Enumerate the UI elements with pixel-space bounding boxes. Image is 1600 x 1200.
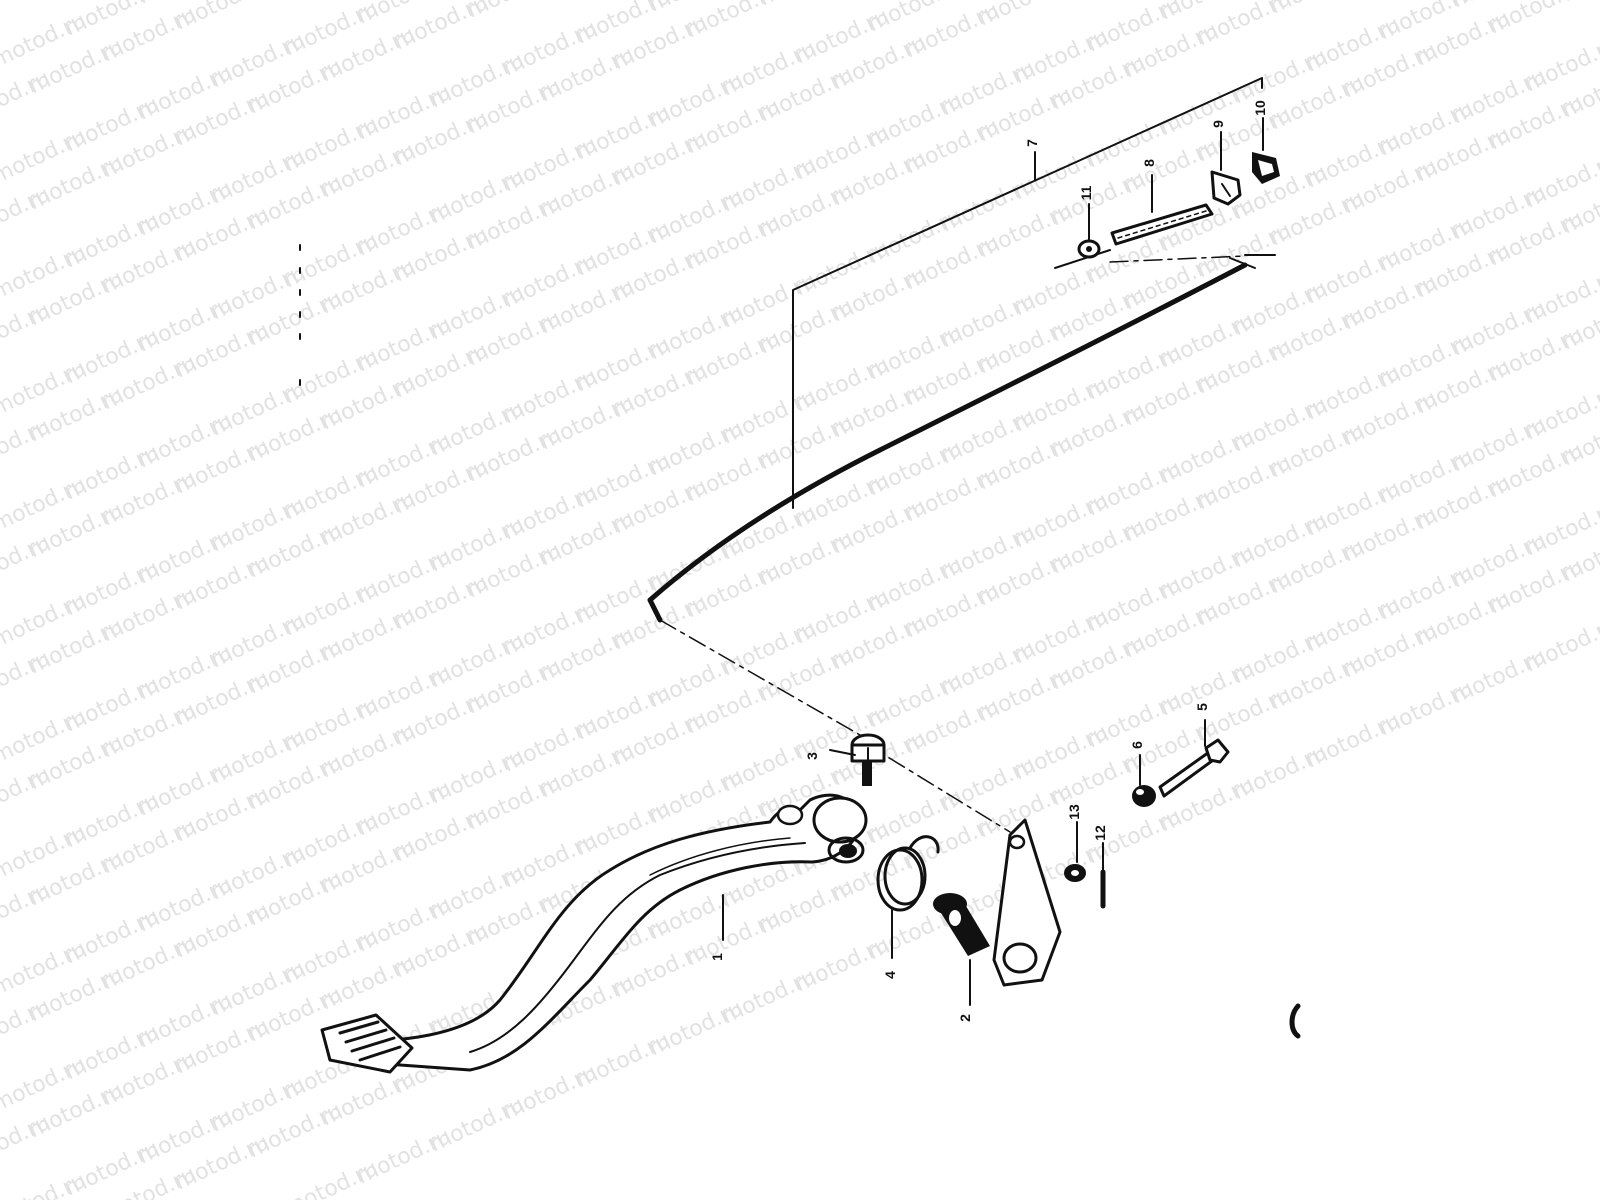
watermark-text: motod.ru bbox=[463, 0, 565, 23]
callout-13: 13 bbox=[1066, 804, 1082, 820]
arm-pivot-bolt bbox=[1158, 738, 1230, 798]
callout-4: 4 bbox=[882, 971, 898, 979]
watermark-text: motod.ru bbox=[755, 0, 857, 11]
watermark-text: motod.ru bbox=[1266, 0, 1368, 19]
callout-2: 2 bbox=[957, 1014, 973, 1022]
callout-6: 6 bbox=[1129, 741, 1145, 749]
callout-7: 7 bbox=[1024, 139, 1040, 147]
watermark-text: motod.ru bbox=[0, 0, 54, 15]
watermark-text: motod.ru bbox=[1521, 612, 1600, 677]
callout-11: 11 bbox=[1078, 185, 1094, 200]
callout-labels: 1 2 3 4 5 6 7 8 9 10 11 12 13 bbox=[709, 100, 1268, 1022]
rod-joint bbox=[1210, 170, 1242, 206]
bracket-mark bbox=[1289, 1003, 1301, 1039]
adjuster-nut bbox=[1252, 152, 1280, 184]
rod-washer bbox=[1077, 239, 1101, 259]
arm-washer bbox=[1064, 864, 1086, 882]
watermark-text: motod.ru bbox=[974, 0, 1076, 31]
pedal-return-spring bbox=[876, 835, 940, 912]
leader-lines bbox=[722, 117, 1264, 1006]
watermark-text: motod.ru bbox=[171, 0, 273, 35]
rod-adjuster-spring bbox=[1110, 203, 1214, 246]
callout-12: 12 bbox=[1092, 825, 1108, 841]
callout-5: 5 bbox=[1194, 703, 1210, 711]
brake-pedal bbox=[320, 793, 868, 1074]
callout-9: 9 bbox=[1210, 120, 1226, 128]
pedal-clamp-bolt bbox=[850, 733, 886, 786]
callout-8: 8 bbox=[1141, 159, 1157, 167]
callout-1: 1 bbox=[709, 953, 725, 961]
callout-3: 3 bbox=[804, 752, 820, 760]
watermark-text: motod.ru bbox=[244, 0, 346, 3]
pedal-shaft-arm bbox=[933, 818, 1062, 987]
callout-10: 10 bbox=[1252, 100, 1268, 116]
arm-nut bbox=[1132, 785, 1156, 807]
brake-rod bbox=[647, 77, 1276, 833]
